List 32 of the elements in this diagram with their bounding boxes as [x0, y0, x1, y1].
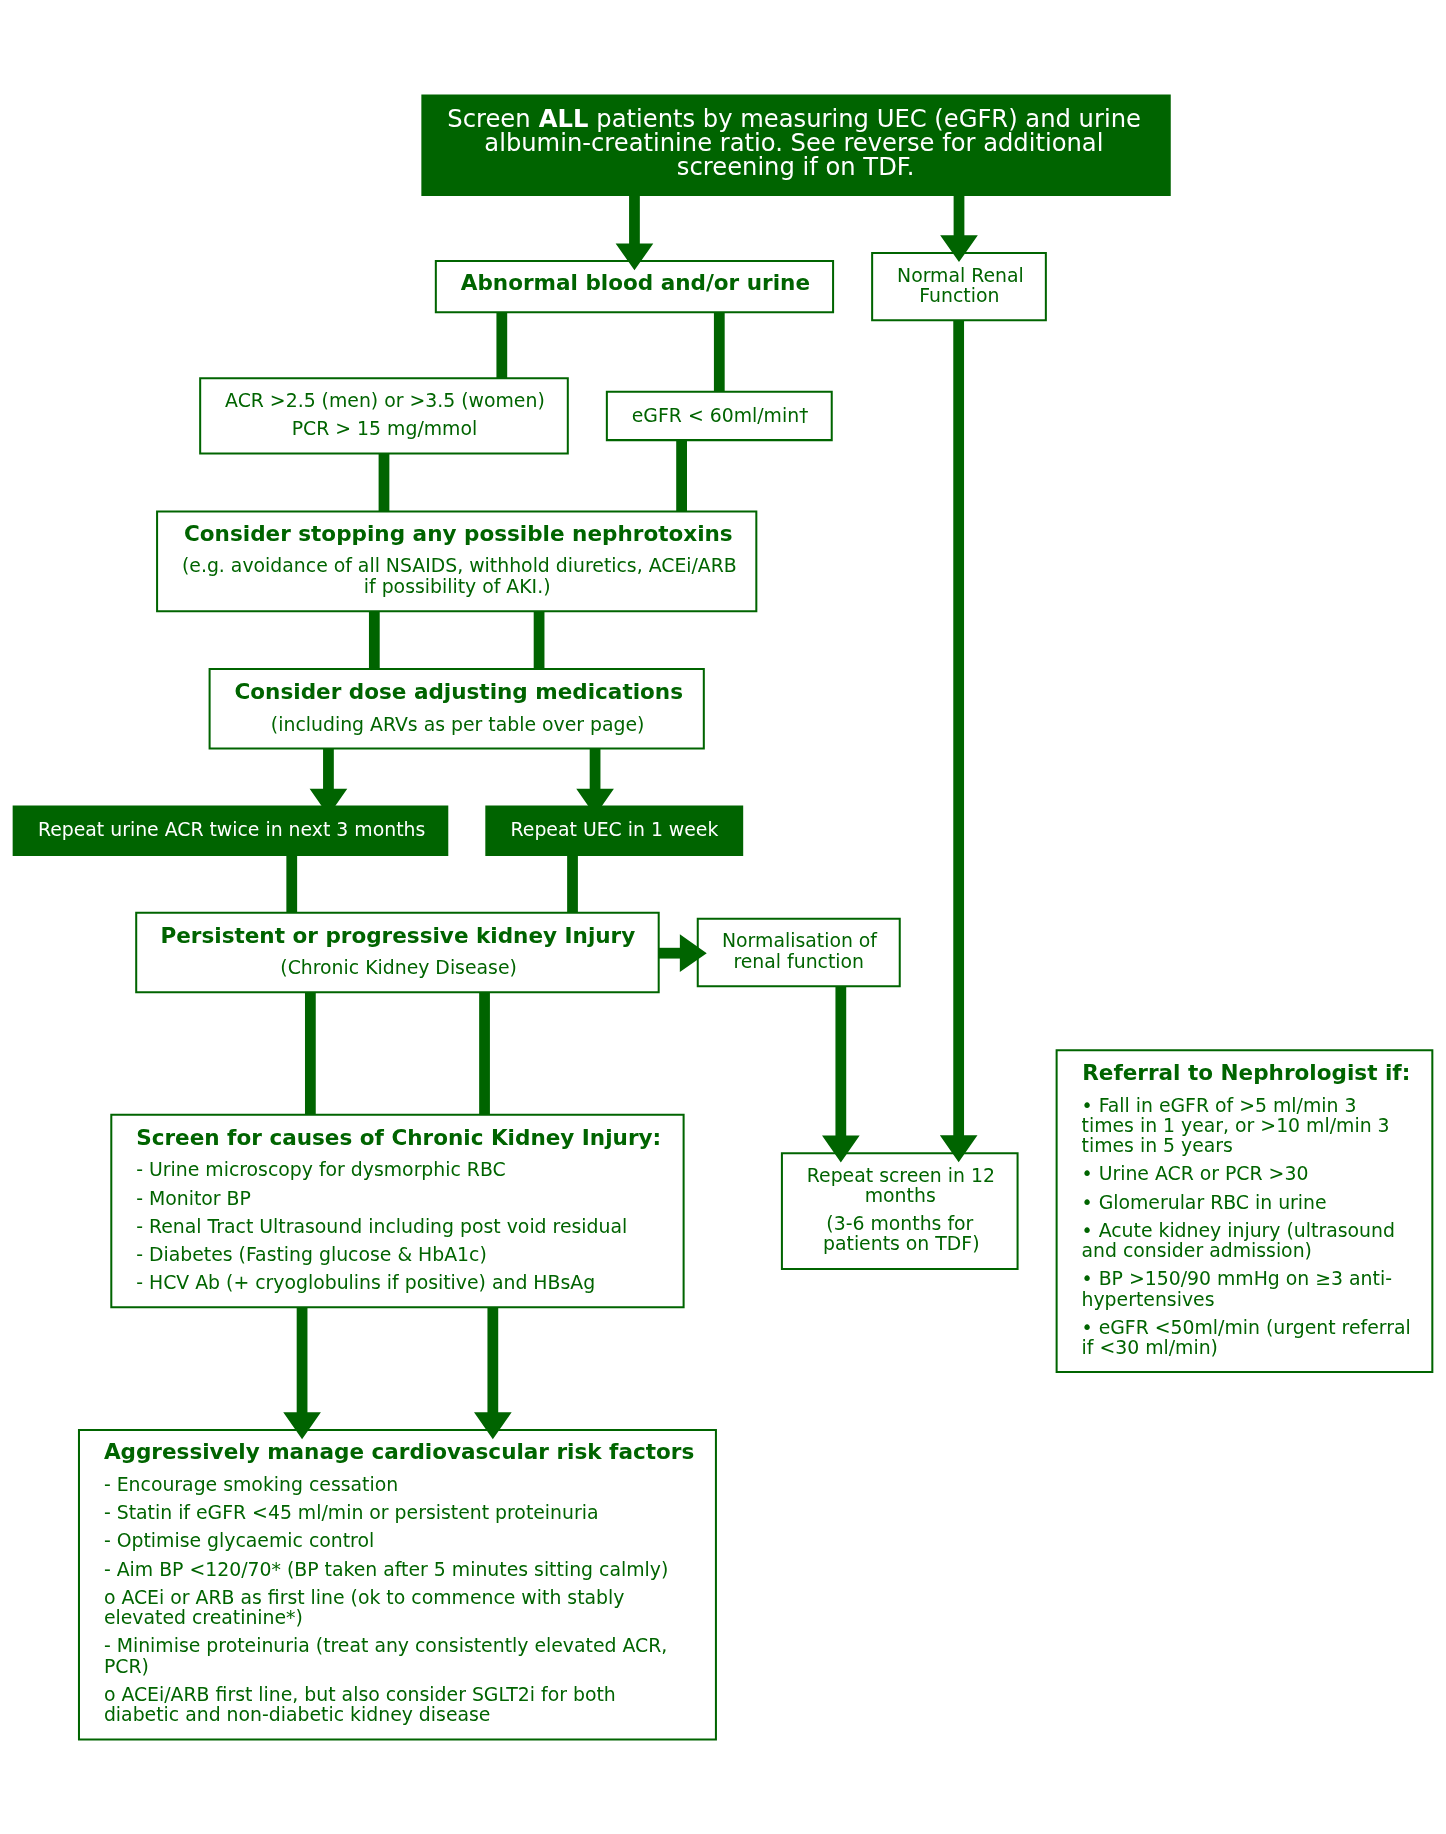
node-box: Normal Renal Function	[871, 251, 1047, 321]
connector	[378, 453, 390, 511]
node-box: Aggressively manage cardiovascular risk factors - Encourage smoking cessation - Statin if eGFR <45 ml/min or persistent proteinuria - Optimise glycaemic control - Aim BP <120/70* (BP taken after 5 minutes sitting calmly) o ACEi or ARB as first line (ok to commence with stably elevated creatinine*) - Minimise proteinuria (treat any consistently elevated ACR, PCR) o ACEi/ARB first line, but also consider SGLT2i for both diabetic and non-diabetic kidney disease	[77, 1428, 717, 1741]
connector	[713, 312, 725, 391]
arrow	[940, 194, 978, 262]
node-box: eGFR < 60ml/min†	[605, 390, 833, 441]
node-box: Repeat screen in 12 months (3-6 months for patients on TDF)	[780, 1151, 1019, 1270]
node-box: Repeat UEC in 1 week	[485, 804, 744, 856]
arrow	[615, 194, 654, 270]
connector	[368, 610, 380, 669]
node-box: Screen for causes of Chronic Kidney Injury: - Urine microscopy for dysmorphic RBC - Monitor BP - Renal Tract Ultrasound including post void residual - Diabetes (Fasting glucose & HbA1c) - HCV Ab (+ cryoglobulins if positive) and HBsAg	[110, 1113, 685, 1308]
node-box: Screen ALL patients by measuring UEC (eGFR) and urine albumin-creatinine ratio. See reverse for additional screening if on TDF.	[421, 93, 1171, 196]
connector	[286, 854, 298, 913]
arrow	[474, 1307, 512, 1439]
node-box: Referral to Nephrologist if: • Fall in eGFR of >5 ml/min 3 times in 1 year, or >10 ml/min 3 times in 5 years • Urine ACR or PCR >30 • Glomerular RBC in urine • Acute kidney injury (ultrasound and consider admission) • BP >150/90 mmHg on ≥3 anti-hypertensives • eGFR <50ml/min (urgent referral if <30 ml/min)	[1055, 1048, 1434, 1373]
node-box: Repeat urine ACR twice in next 3 months	[12, 804, 449, 856]
arrow	[939, 320, 978, 1162]
connector	[305, 991, 316, 1115]
arrow	[822, 985, 860, 1162]
connector	[479, 991, 490, 1115]
connector	[533, 610, 545, 669]
arrow	[658, 933, 707, 972]
node-box: ACR >2.5 (men) or >3.5 (women) PCR > 15 mg/mmol	[199, 376, 569, 455]
connector	[496, 312, 508, 378]
node-box: Consider dose adjusting medications (including ARVs as per table over page)	[208, 667, 705, 749]
node-box: Consider stopping any possible nephrotoxins (e.g. avoidance of all NSAIDS, withhold diuretics, ACEi/ARB if possibility of AKI.)	[156, 510, 758, 612]
arrow	[283, 1307, 321, 1439]
node-box: Abnormal blood and/or urine	[434, 259, 835, 313]
connector	[676, 440, 687, 511]
connector	[567, 854, 578, 913]
node-box: Normalisation of renal function	[696, 917, 901, 987]
node-box: Persistent or progressive kidney Injury (Chronic Kidney Disease)	[135, 911, 660, 993]
